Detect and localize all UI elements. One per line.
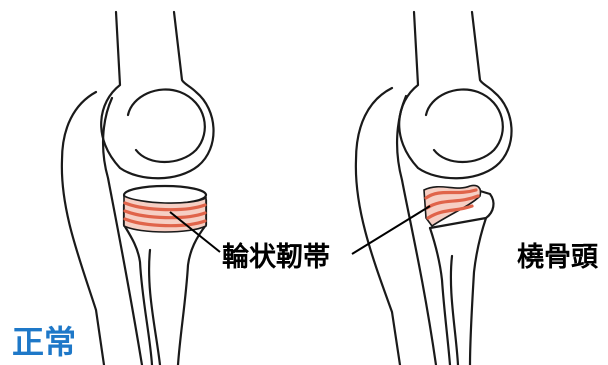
displaced-ulna bbox=[356, 88, 400, 365]
displaced-capitulum bbox=[426, 89, 503, 162]
normal-elbow bbox=[62, 12, 220, 365]
displaced-radius-inner bbox=[451, 256, 458, 365]
normal-ulna-inner bbox=[103, 98, 142, 365]
radial-head-label: 橈骨頭 bbox=[517, 244, 598, 271]
displaced-elbow bbox=[352, 12, 512, 365]
normal-capitulum bbox=[128, 89, 205, 162]
displaced-radius-right bbox=[470, 218, 486, 365]
normal-humerus bbox=[101, 12, 213, 178]
normal-label: 正常 bbox=[12, 326, 76, 358]
displaced-humerus bbox=[399, 12, 511, 178]
annular-ligament-label: 輪状靭帯 bbox=[222, 244, 330, 271]
ligament-pointer-right bbox=[352, 206, 430, 254]
